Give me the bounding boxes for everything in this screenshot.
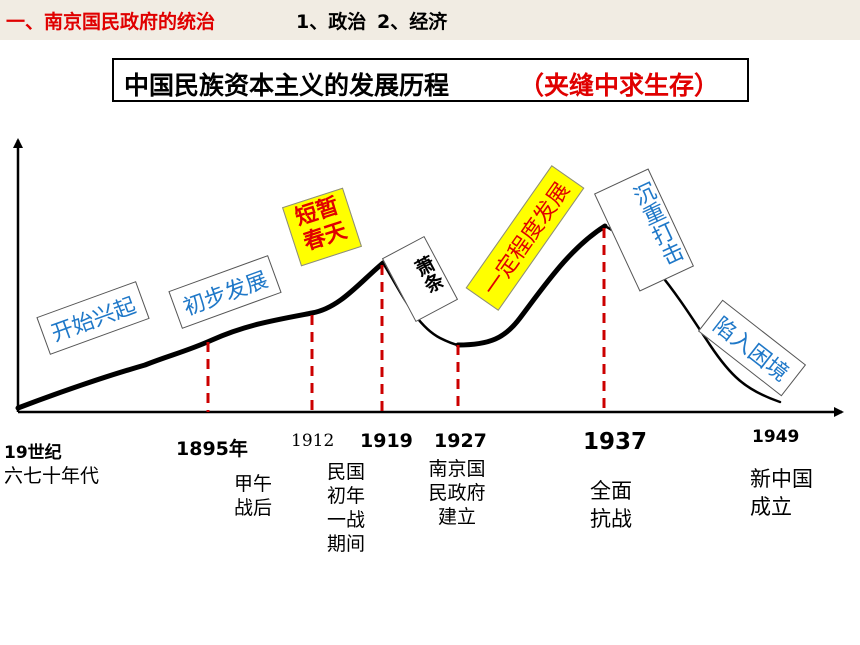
header-bar: 一、南京国民政府的统治 1、政治 2、经济 (0, 0, 860, 40)
diagram-title: 中国民族资本主义的发展历程 (124, 71, 450, 100)
diagram-subtitle: （夹缝中求生存） (519, 71, 720, 100)
time-label-19c-note: 六七十年代 (4, 465, 100, 487)
development-curve-thick (15, 223, 608, 411)
time-label-1912-note: 民国初年一战期间 (326, 461, 365, 555)
time-label-19c-year: 19世纪 (4, 443, 62, 463)
time-label-1937-year: 1937 (583, 429, 648, 455)
time-label-1919-year: 1919 (360, 430, 413, 452)
stage-label-brief-spring-text: 短暂春天 (292, 193, 351, 256)
header-item-politics[interactable]: 1、政治 (296, 11, 367, 33)
header-item-economy[interactable]: 2、经济 (377, 11, 448, 33)
time-label-1949-year: 1949 (752, 427, 800, 447)
section-title: 一、南京国民政府的统治 (6, 11, 216, 33)
time-label-1927-year: 1927 (434, 430, 487, 452)
time-label-1895-note: 甲午战后 (233, 473, 272, 519)
time-label-1912-year: 1912 (291, 431, 335, 451)
time-label-1949-note: 新中国成立 (750, 467, 813, 519)
time-label-1927-note: 南京国民政府建立 (428, 458, 486, 528)
diagram-title-box: 中国民族资本主义的发展历程 （夹缝中求生存） (112, 58, 749, 102)
time-label-1937-note: 全面抗战 (590, 479, 632, 531)
time-label-1895-year: 1895年 (176, 438, 248, 460)
